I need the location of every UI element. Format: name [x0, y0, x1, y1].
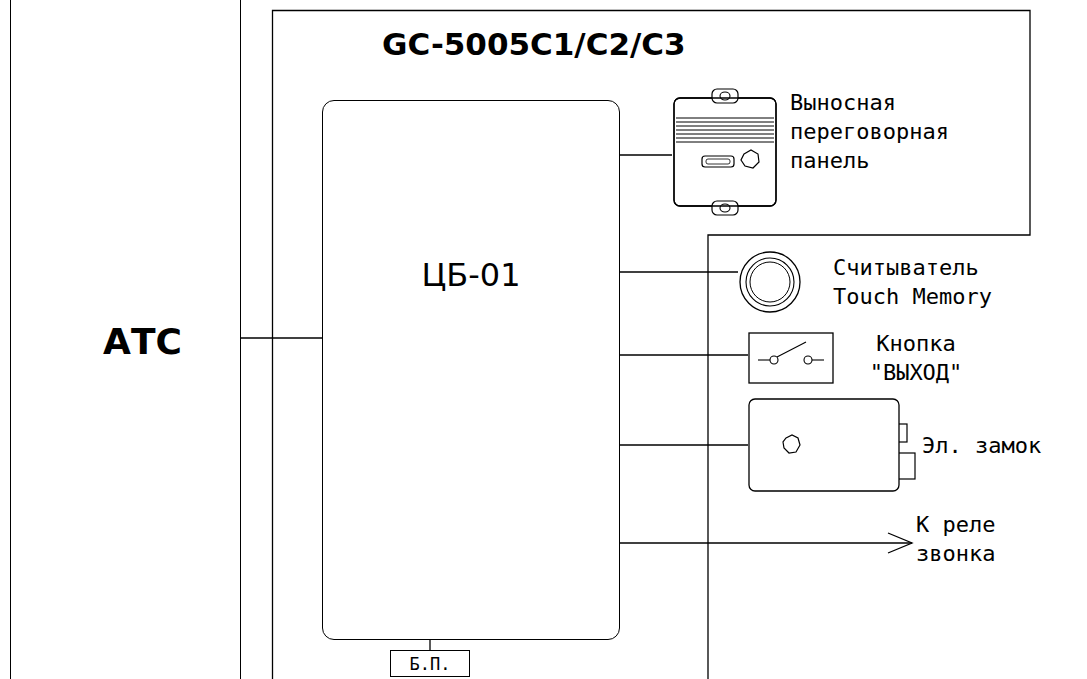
- lock-icon: [748, 398, 916, 492]
- label-block: Эл. замок: [922, 431, 1052, 460]
- grille-stroke: [676, 138, 774, 139]
- exchange-box: АТС: [10, 0, 241, 679]
- connector-line: [241, 337, 322, 338]
- relay-label: К реле звонка: [916, 510, 1020, 568]
- intercom-panel: Выносная переговорная панель: [672, 88, 962, 216]
- button-icon: [748, 332, 834, 384]
- label-block: Выносная переговорная панель: [790, 88, 962, 175]
- box-title: АТС: [103, 321, 182, 362]
- device-label: Кнопка "ВЫХОД": [846, 329, 986, 387]
- device-label: Эл. замок: [922, 431, 1052, 460]
- label-block: Считыватель Touch Memory: [833, 253, 1005, 311]
- unit-title: ЦБ-01: [323, 256, 619, 294]
- reader-icon: [738, 250, 802, 314]
- label-block: Кнопка "ВЫХОД": [846, 329, 986, 387]
- connector-line: [620, 271, 738, 272]
- grille-stroke: [676, 134, 774, 135]
- system-title: GC-5005C1/C2/C3: [382, 26, 686, 62]
- grille-stroke: [676, 126, 774, 127]
- grille-stroke: [676, 118, 774, 119]
- relay-wire: [612, 542, 912, 543]
- grille-stroke: [676, 130, 774, 131]
- connector-line: [620, 444, 748, 445]
- device-label: Считыватель Touch Memory: [833, 253, 1005, 311]
- connector-line: [620, 354, 748, 355]
- box-title: Б.П.: [410, 654, 451, 674]
- arrow-head: [888, 533, 912, 553]
- exit-button: Кнопка "ВЫХОД": [748, 329, 986, 387]
- panel-icon: [672, 88, 778, 216]
- boundary-line: [273, 11, 1031, 679]
- control-unit-box: ЦБ-01: [322, 100, 620, 640]
- key-reader: Считыватель Touch Memory: [738, 250, 1005, 314]
- connector-line: [620, 154, 672, 155]
- power-supply-box: Б.П.: [390, 650, 470, 677]
- grille-stroke: [676, 142, 774, 143]
- electric-lock: Эл. замок: [748, 398, 1052, 492]
- connector-line: [429, 640, 430, 650]
- grille-stroke: [676, 122, 774, 123]
- device-label: Выносная переговорная панель: [790, 88, 962, 175]
